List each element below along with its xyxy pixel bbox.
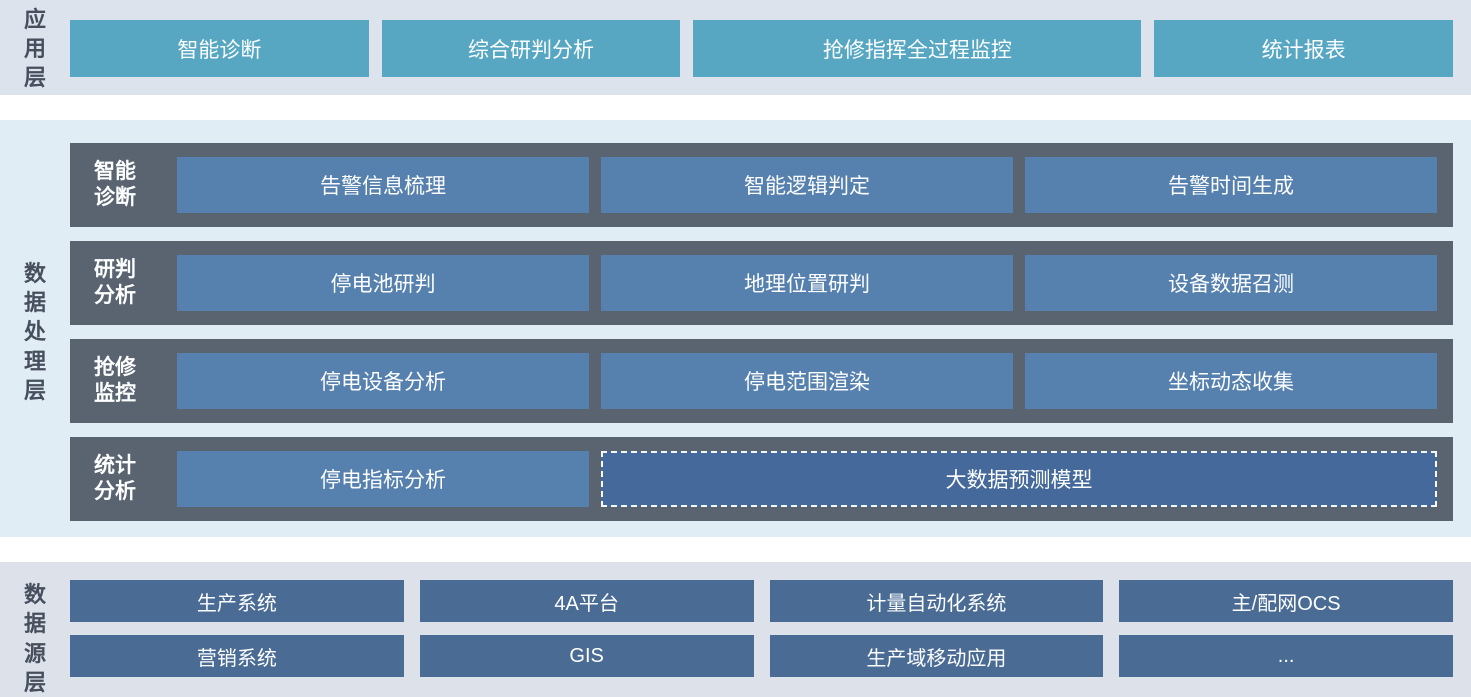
source-system-block: 生产系统 [70,580,404,622]
source-system-block: 生产域移动应用 [769,635,1104,677]
processing-row: 智能 诊断告警信息梳理智能逻辑判定告警时间生成 [70,143,1453,227]
source-system-block: 4A平台 [419,580,754,622]
app-layer-band: 应用层 智能诊断综合研判分析抢修指挥全过程监控统计报表 [0,0,1471,95]
app-layer-label: 应用层 [23,6,46,91]
app-layer-blocks: 智能诊断综合研判分析抢修指挥全过程监控统计报表 [70,20,1454,77]
module-block: 地理位置研判 [601,255,1013,311]
processing-layer-label: 数据处理层 [23,260,46,403]
module-block: 停电设备分析 [177,353,589,409]
module-block-dashed: 大数据预测模型 [601,451,1437,507]
source-system-block: 计量自动化系统 [769,580,1104,622]
processing-row-blocks: 停电设备分析停电范围渲染坐标动态收集 [177,353,1437,409]
section-separator [0,537,1471,562]
module-block: 停电指标分析 [177,451,589,507]
app-module-block: 统计报表 [1154,20,1454,77]
module-block: 告警时间生成 [1025,157,1437,213]
processing-row-blocks: 停电池研判地理位置研判设备数据召测 [177,255,1437,311]
source-system-block: 营销系统 [70,635,404,677]
module-block: 设备数据召测 [1025,255,1437,311]
source-system-block: ... [1119,635,1453,677]
module-block: 停电范围渲染 [601,353,1013,409]
app-layer-label-column: 应用层 [0,7,70,91]
module-block: 停电池研判 [177,255,589,311]
processing-row-label: 智能 诊断 [94,159,136,209]
source-layer-label: 数据源层 [23,582,46,695]
module-block: 告警信息梳理 [177,157,589,213]
processing-row-blocks: 停电指标分析大数据预测模型 [177,451,1437,507]
app-module-block: 抢修指挥全过程监控 [693,20,1142,77]
processing-row: 抢修 监控停电设备分析停电范围渲染坐标动态收集 [70,339,1453,423]
processing-layer-label-column: 数据处理层 [0,143,70,521]
processing-row-label: 研判 分析 [94,257,136,307]
source-layer-label-column: 数据源层 [0,580,70,697]
processing-row: 统计 分析停电指标分析大数据预测模型 [70,437,1453,521]
processing-layer-rows: 智能 诊断告警信息梳理智能逻辑判定告警时间生成研判 分析停电池研判地理位置研判设… [70,143,1453,521]
app-module-block: 综合研判分析 [381,20,681,77]
app-module-block: 智能诊断 [70,20,369,77]
section-separator [0,95,1471,120]
source-system-block: GIS [419,635,754,677]
processing-row-label: 统计 分析 [94,453,136,503]
source-system-block: 主/配网OCS [1119,580,1453,622]
processing-row-label: 抢修 监控 [94,355,136,405]
module-block: 坐标动态收集 [1025,353,1437,409]
module-block: 智能逻辑判定 [601,157,1013,213]
source-layer-band: 数据源层 生产系统 4A平台计量自动化系统主/配网OCS 营销系统 GIS 生产域移动应… [0,562,1471,697]
processing-row-blocks: 告警信息梳理智能逻辑判定告警时间生成 [177,157,1437,213]
processing-row: 研判 分析停电池研判地理位置研判设备数据召测 [70,241,1453,325]
processing-layer-band: 数据处理层 智能 诊断告警信息梳理智能逻辑判定告警时间生成研判 分析停电池研判地… [0,120,1471,537]
source-layer-blocks: 生产系统 4A平台计量自动化系统主/配网OCS 营销系统 GIS 生产域移动应用... [70,580,1453,697]
